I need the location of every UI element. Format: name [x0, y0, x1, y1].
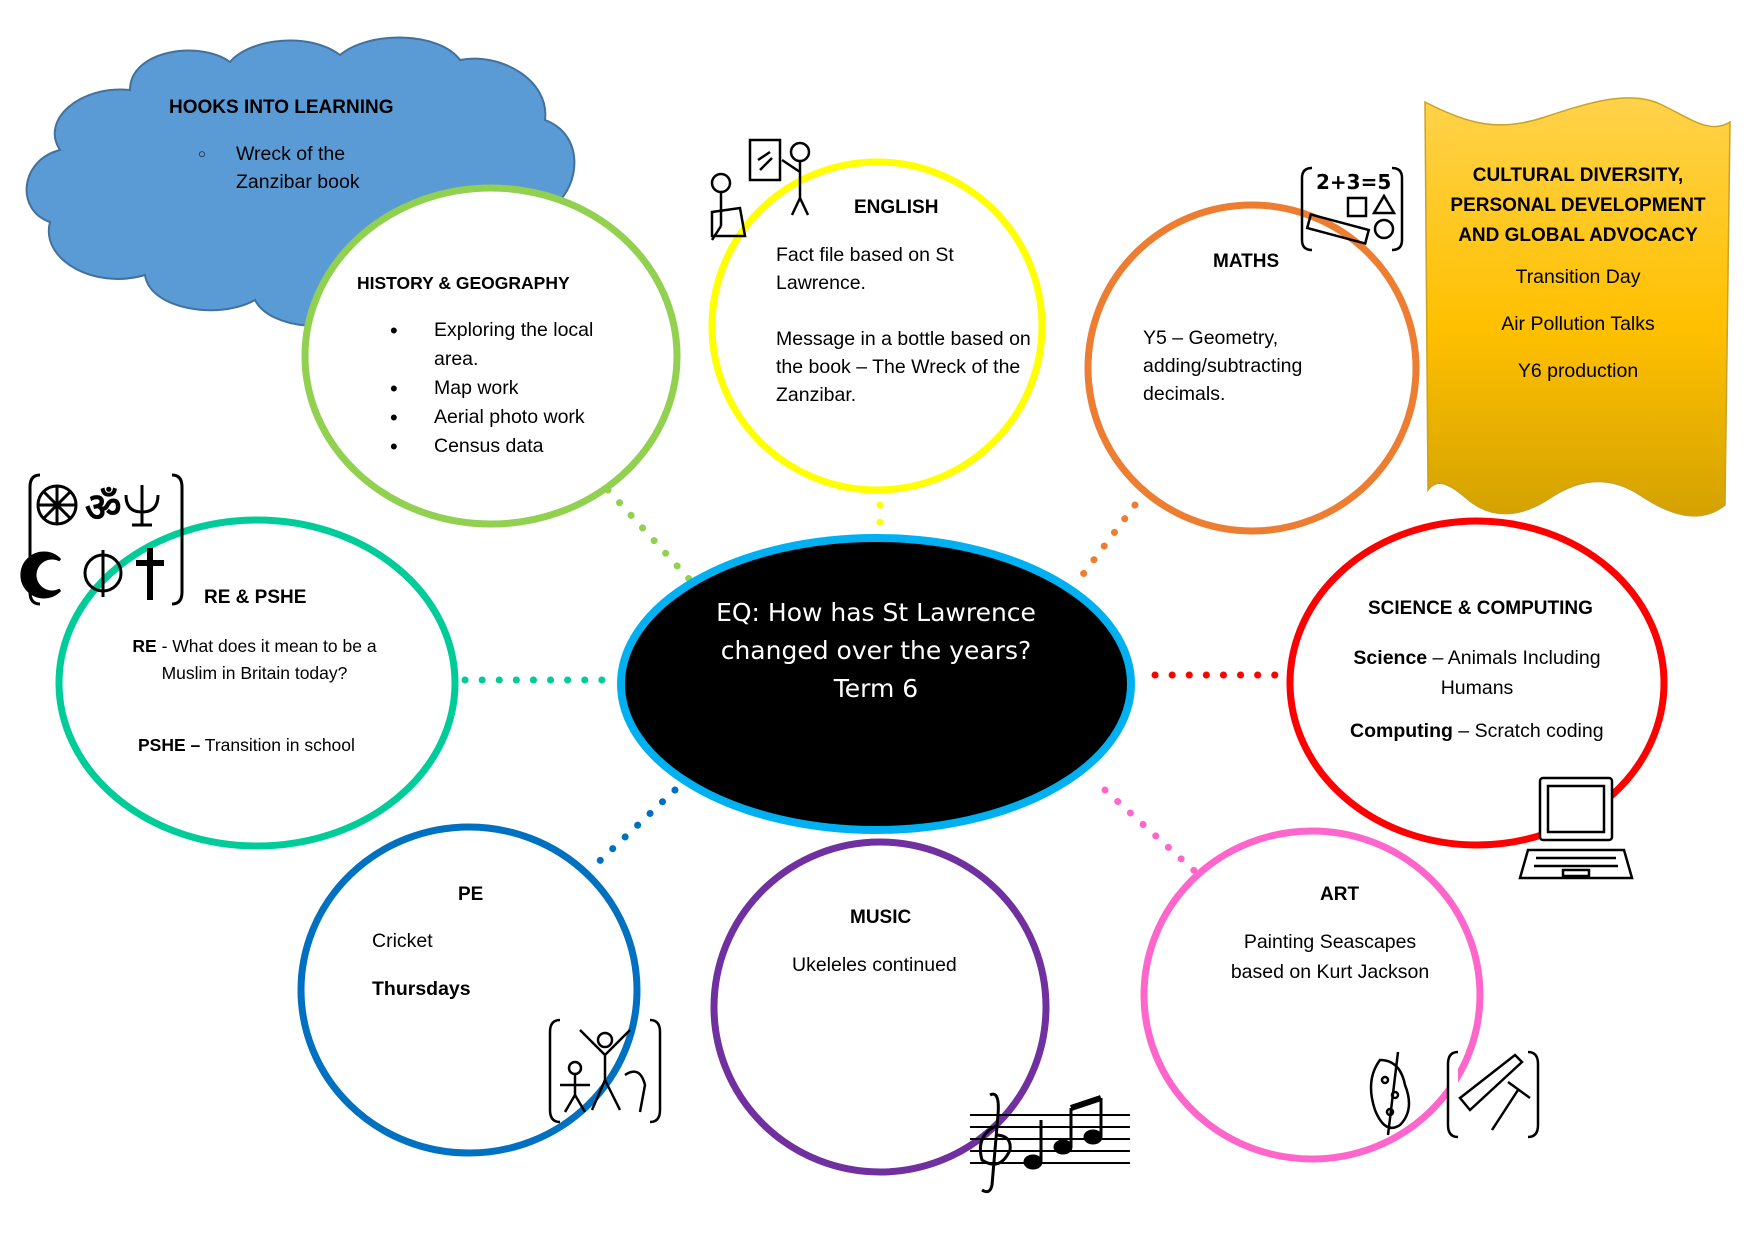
religious-icon-om: ॐ — [85, 485, 122, 531]
pe-line-1: Cricket — [372, 930, 433, 952]
connector-maths — [1071, 501, 1139, 589]
pe-figures-icon — [548, 1018, 662, 1124]
pe-circle — [297, 823, 641, 1157]
cultural-title: CULTURAL DIVERSITY, PERSONAL DEVELOPMENT… — [1450, 165, 1706, 246]
pshe-text: PSHE – Transition in school — [138, 735, 355, 756]
religious-symbols-icon — [20, 473, 184, 606]
maths-icon — [1300, 166, 1404, 252]
english-para-1: Fact file based on St Lawrence. — [776, 244, 954, 294]
science-title: SCIENCE & COMPUTING — [1368, 598, 1593, 619]
art-text: Painting Seascapes based on Kurt Jackson — [1230, 931, 1430, 983]
painting-palette-icon — [1369, 1051, 1411, 1136]
english-circle — [708, 158, 1046, 494]
cultural-item-transition: Transition Day — [1515, 266, 1641, 288]
re-title: RE & PSHE — [204, 587, 307, 608]
connector-pe — [586, 786, 679, 874]
re-label: RE — [132, 636, 157, 656]
cultural-list: Transition Day Air Pollution Talks Y6 pr… — [1442, 266, 1714, 383]
history-title: HISTORY & GEOGRAPHY — [357, 273, 570, 293]
art-title: ART — [1320, 884, 1360, 905]
english-text: Fact file based on St Lawrence. Message … — [776, 241, 1031, 409]
laptop-icon — [1518, 776, 1634, 880]
english-para-2: Message in a bottle based on the book – … — [776, 328, 1031, 406]
re-circle — [55, 516, 459, 850]
center-question: EQ: How has St Lawrence changed over the… — [711, 594, 1041, 708]
center-term: Term 6 — [833, 674, 919, 703]
hooks-item: Wreck of the Zanzibar book — [198, 140, 378, 196]
science-label: Science — [1353, 647, 1428, 669]
cultural-item-pollution: Air Pollution Talks — [1501, 313, 1655, 335]
history-item-census: Census data — [390, 432, 635, 461]
center-question-text: EQ: How has St Lawrence changed over the… — [716, 598, 1036, 665]
pe-title: PE — [458, 884, 484, 905]
center-ellipse — [617, 534, 1135, 834]
pe-line-2: Thursdays — [372, 978, 471, 1000]
hooks-list: Wreck of the Zanzibar book — [198, 140, 378, 196]
re-question: - What does it mean to be a Muslim in Br… — [156, 636, 377, 683]
science-text: Science – Animals Including Humans — [1342, 643, 1612, 703]
music-circle — [710, 838, 1050, 1176]
art-circle — [1140, 827, 1484, 1163]
hooks-title: HOOKS INTO LEARNING — [169, 97, 394, 118]
english-title: ENGLISH — [854, 197, 939, 218]
pshe-topic: Transition in school — [200, 735, 355, 755]
history-list: Exploring the local area. Map work Aeria… — [390, 316, 635, 461]
science-topic: – Animals Including Humans — [1427, 647, 1601, 699]
pshe-label: PSHE – — [138, 735, 201, 755]
history-item-aerial: Aerial photo work — [390, 403, 635, 432]
science-circle — [1286, 517, 1668, 849]
music-notes-icon — [970, 1092, 1130, 1194]
history-item-local: Exploring the local area. — [390, 316, 635, 374]
cultural-item-production: Y6 production — [1517, 360, 1639, 382]
cultural-banner — [1424, 97, 1731, 517]
connector-history — [604, 486, 694, 584]
music-title: MUSIC — [850, 907, 912, 928]
maths-icon-label: 2+3=5 — [1316, 170, 1392, 194]
maths-text: Y5 – Geometry, adding/subtracting decima… — [1143, 327, 1303, 405]
maths-circle — [1084, 201, 1420, 535]
music-text: Ukeleles continued — [792, 954, 957, 976]
history-item-map: Map work — [390, 374, 635, 403]
computing-label: Computing — [1350, 720, 1453, 742]
computing-text: Computing – Scratch coding — [1350, 720, 1604, 743]
maths-title: MATHS — [1213, 251, 1280, 272]
re-text: RE - What does it mean to be a Muslim in… — [132, 633, 377, 687]
tools-icon — [1446, 1050, 1540, 1139]
connector-art — [1101, 786, 1214, 889]
teacher-pupil-icon — [710, 138, 811, 241]
connectors — [461, 486, 1279, 889]
computing-topic: – Scratch coding — [1452, 720, 1604, 742]
